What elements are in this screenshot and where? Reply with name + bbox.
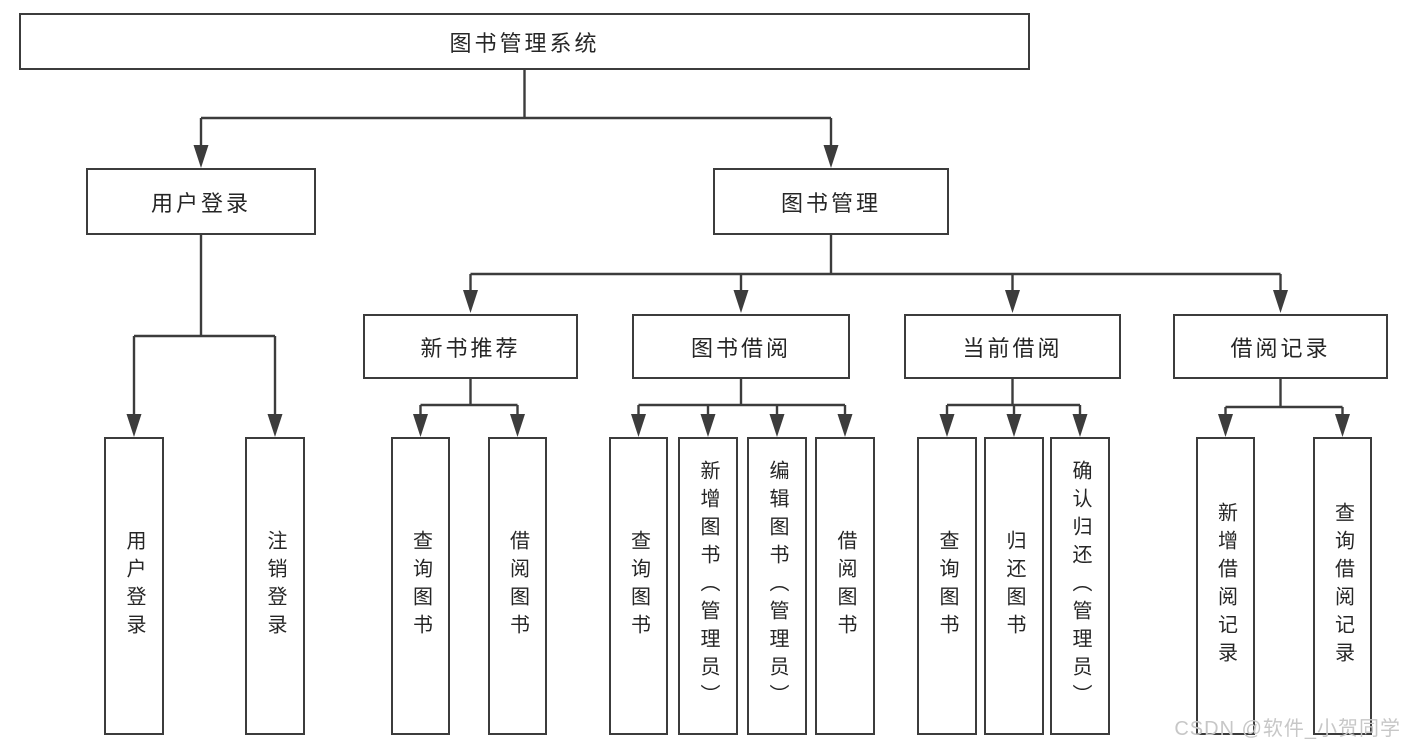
leaf-borrow-query-books: 查询图书 — [609, 437, 668, 735]
node-borrow-records-label: 借阅记录 — [1230, 335, 1331, 361]
node-book-borrow: 图书借阅 — [632, 314, 850, 379]
leaf-add-borrow-record: 新增借阅记录 — [1196, 437, 1255, 735]
arrowheads — [126, 145, 1350, 437]
leaf-add-books-admin-label: 新增图书（管理员） — [697, 460, 719, 712]
arrowhead — [823, 145, 839, 168]
arrowhead — [700, 414, 716, 437]
leaf-query-borrow-record: 查询借阅记录 — [1313, 437, 1372, 735]
arrowhead — [769, 414, 785, 437]
leaf-current-query-books: 查询图书 — [917, 437, 977, 735]
leaf-recommend-borrow-books: 借阅图书 — [488, 437, 547, 735]
node-user-login-label: 用户登录 — [150, 190, 251, 216]
arrowhead — [126, 414, 142, 437]
node-book-borrow-label: 图书借阅 — [690, 335, 791, 361]
arrowhead — [1072, 414, 1088, 437]
leaf-confirm-return-admin: 确认归还（管理员） — [1050, 437, 1110, 735]
leaf-borrow-query-books-label: 查询图书 — [627, 530, 650, 642]
leaf-return-books: 归还图书 — [984, 437, 1044, 735]
node-new-book-recommend: 新书推荐 — [363, 314, 578, 379]
node-root-label: 图书管理系统 — [449, 30, 600, 56]
arrowhead — [837, 414, 853, 437]
leaf-add-books-admin: 新增图书（管理员） — [678, 437, 738, 735]
leaf-logout: 注销登录 — [245, 437, 305, 735]
arrowhead — [1335, 414, 1350, 437]
leaf-borrow-books: 借阅图书 — [815, 437, 875, 735]
arrowhead — [193, 145, 209, 168]
leaf-return-books-label: 归还图书 — [1003, 530, 1025, 642]
arrowhead — [267, 414, 283, 437]
leaf-edit-books-admin-label: 编辑图书（管理员） — [766, 460, 788, 712]
arrowhead — [631, 414, 646, 437]
arrowhead — [939, 414, 955, 437]
node-book-management: 图书管理 — [713, 168, 949, 235]
arrowhead — [1273, 290, 1288, 313]
arrowhead — [1005, 290, 1020, 313]
arrowhead — [733, 290, 749, 313]
leaf-edit-books-admin: 编辑图书（管理员） — [747, 437, 807, 735]
node-book-management-label: 图书管理 — [780, 190, 881, 216]
arrowhead — [510, 414, 525, 437]
node-borrow-records: 借阅记录 — [1173, 314, 1388, 379]
leaf-confirm-return-admin-label: 确认归还（管理员） — [1069, 460, 1091, 712]
csdn-watermark: CSDN @软件_小贺同学 — [1174, 718, 1401, 740]
node-root: 图书管理系统 — [19, 13, 1030, 70]
leaf-borrow-books-label: 借阅图书 — [834, 530, 856, 642]
arrowhead — [463, 290, 478, 313]
node-new-book-recommend-label: 新书推荐 — [420, 335, 521, 361]
leaf-recommend-query-books: 查询图书 — [391, 437, 450, 735]
leaf-current-query-books-label: 查询图书 — [936, 530, 958, 642]
connector-path — [132, 70, 1344, 417]
leaf-recommend-borrow-books-label: 借阅图书 — [506, 530, 529, 642]
leaf-user-login: 用户登录 — [104, 437, 164, 735]
node-current-borrow-label: 当前借阅 — [962, 335, 1063, 361]
leaf-query-borrow-record-label: 查询借阅记录 — [1331, 502, 1354, 670]
arrowhead — [1218, 414, 1233, 437]
leaf-add-borrow-record-label: 新增借阅记录 — [1214, 502, 1237, 670]
leaf-logout-label: 注销登录 — [264, 530, 286, 642]
leaf-user-login-label: 用户登录 — [123, 530, 145, 642]
arrowhead — [1006, 414, 1022, 437]
arrowhead — [413, 414, 428, 437]
node-user-login: 用户登录 — [86, 168, 316, 235]
node-current-borrow: 当前借阅 — [904, 314, 1121, 379]
leaf-recommend-query-books-label: 查询图书 — [409, 530, 432, 642]
